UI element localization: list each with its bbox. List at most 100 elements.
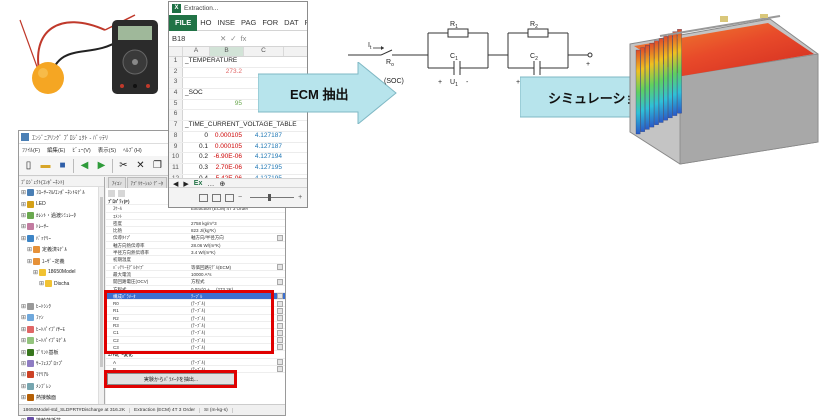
tab-icon[interactable]: ｱｲｺﾝ <box>108 177 126 188</box>
ribbon-insert[interactable]: INSE <box>217 18 236 27</box>
cell-a[interactable]: 0.2 <box>198 153 208 161</box>
cell-a[interactable] <box>183 110 210 120</box>
fx-icon[interactable]: fx <box>240 34 247 43</box>
property-row[interactable]: ｴﾝﾄﾛﾋﾟｰ変化 <box>106 351 285 359</box>
cell-a[interactable]: _TIME_CURRENT_VOLTAGE_TABLE <box>185 121 297 129</box>
tree-item[interactable]: ⊞ﾌﾛｰｻｰﾏﾙ/ｺﾝﾎﾟｰﾈﾝﾄﾓﾃﾞﾙ <box>19 187 104 198</box>
menu-edit[interactable]: 編集(E) <box>47 148 66 154</box>
copy-icon[interactable]: ❐ <box>153 160 162 171</box>
dropdown-arrow-icon[interactable] <box>277 359 283 366</box>
row-number[interactable]: 1 <box>169 57 183 67</box>
cell-a[interactable]: 0 <box>204 131 208 139</box>
property-value[interactable]: 2758 kg/m^3 <box>191 220 217 226</box>
cell-b[interactable]: 95 <box>234 99 242 107</box>
row-number[interactable]: 6 <box>169 110 183 121</box>
cell-a[interactable] <box>183 68 210 78</box>
cell-a[interactable] <box>183 100 210 110</box>
tree-item[interactable]: ⊞熱接触面 <box>19 392 104 403</box>
ribbon-review[interactable]: RE <box>302 18 307 27</box>
expand-icon[interactable]: ⊞ <box>20 361 27 368</box>
row-number[interactable]: 11 <box>169 163 183 174</box>
prev-sheet-icon[interactable]: ◀ <box>173 181 179 188</box>
expand-icon[interactable]: ⊞ <box>20 395 27 402</box>
open-folder-icon[interactable]: ▬ <box>40 160 51 171</box>
dropdown-arrow-icon[interactable] <box>277 322 283 329</box>
save-icon[interactable]: ■ <box>59 160 66 171</box>
dropdown-arrow-icon[interactable] <box>277 307 283 314</box>
delete-icon[interactable]: ✕ <box>136 160 145 171</box>
property-row[interactable]: 開回路電圧(OCV)方程式 <box>106 278 285 286</box>
ribbon-page[interactable]: PAG <box>241 18 257 27</box>
back-arrow-icon[interactable]: ◀ <box>80 160 89 171</box>
zoom-in-icon[interactable]: + <box>298 194 303 201</box>
property-value[interactable]: (ﾃｰﾌﾞﾙ) <box>191 337 206 343</box>
property-value[interactable]: 3.4 W/(m*K) <box>191 250 216 256</box>
select-all-corner[interactable] <box>169 47 183 56</box>
tree-item[interactable]: ⊞18650Model <box>19 267 104 278</box>
normal-view-icon[interactable] <box>199 193 208 202</box>
dropdown-arrow-icon[interactable] <box>277 344 283 351</box>
menu-help[interactable]: ﾍﾙﾌﾟ(H) <box>123 148 142 154</box>
add-sheet-icon[interactable]: ⊕ <box>219 181 226 188</box>
tree-item[interactable]: ⊞ｶﾚﾝﾄ・過渡ｼﾐｭﾚｰﾀ <box>19 210 104 221</box>
page-layout-icon[interactable] <box>212 193 221 202</box>
property-value[interactable]: (ﾃｰﾌﾞﾙ) <box>191 330 206 336</box>
expand-icon[interactable]: ⊞ <box>20 224 27 231</box>
expand-icon[interactable]: ⊞ <box>20 315 27 322</box>
cancel-icon[interactable]: ✕ <box>220 34 227 43</box>
tree-item[interactable]: ⊞ﾕｰｻﾞｰ定義 <box>19 255 104 266</box>
column-header-a[interactable]: A <box>183 47 210 56</box>
property-value[interactable]: (ﾃｰﾌﾞﾙ) <box>191 323 206 329</box>
dropdown-arrow-icon[interactable] <box>277 300 283 307</box>
sort-icon[interactable] <box>108 189 115 197</box>
expand-icon[interactable]: ⊞ <box>20 349 27 356</box>
property-row[interactable]: R2(ﾃｰﾌﾞﾙ) <box>106 315 285 323</box>
property-row[interactable]: ﾊﾞｯﾃﾘｰﾓﾃﾞﾙﾀｲﾌﾟ等価回路ﾓﾃﾞﾙ(ECM) <box>106 264 285 271</box>
cell-b[interactable]: 273.2 <box>225 67 242 75</box>
dropdown-arrow-icon[interactable] <box>277 329 283 336</box>
expand-icon[interactable]: ⊞ <box>20 326 27 333</box>
sheet-more-icon[interactable]: … <box>207 180 215 188</box>
tree-item[interactable]: ⊞ﾌｧﾝ <box>19 312 104 323</box>
cell-a[interactable]: 0.3 <box>198 163 208 171</box>
property-row[interactable]: C1(ﾃｰﾌﾞﾙ) <box>106 329 285 337</box>
property-value[interactable] <box>188 256 285 262</box>
expand-icon[interactable]: ⊞ <box>20 304 27 311</box>
name-box[interactable]: B18 <box>172 34 186 43</box>
tree-item[interactable]: ⊞ﾋｰﾄｼﾝｸ <box>19 301 104 312</box>
dropdown-arrow-icon[interactable] <box>277 278 283 285</box>
expand-icon[interactable]: ⊞ <box>20 417 27 420</box>
property-row[interactable]: ｺﾒﾝﾄ <box>106 213 285 220</box>
cell-c[interactable]: 4.127195 <box>254 163 282 171</box>
property-value[interactable]: 方程式 <box>191 279 205 285</box>
ribbon-data[interactable]: DAT <box>284 18 299 27</box>
property-value[interactable]: 28.06 W/(m*K) <box>191 242 221 248</box>
cell-b[interactable]: 0.000105 <box>214 142 242 150</box>
property-value[interactable]: 823 J/(kg*K) <box>191 228 216 234</box>
dropdown-arrow-icon[interactable] <box>277 264 283 271</box>
tree-item[interactable]: ⊞ﾊﾞｯﾃﾘｰ <box>19 233 104 244</box>
expand-icon[interactable]: ⊞ <box>20 190 27 197</box>
page-break-icon[interactable] <box>225 193 234 202</box>
tree-item[interactable]: ⊞接触熱抵抗 <box>19 415 104 420</box>
dropdown-arrow-icon[interactable] <box>277 293 283 300</box>
column-header-b[interactable]: B <box>210 47 244 56</box>
property-row[interactable]: R3(ﾃｰﾌﾞﾙ) <box>106 322 285 330</box>
property-value[interactable]: 軸方向/半径方向 <box>191 235 224 241</box>
tree-item[interactable]: ⊞ﾋｰﾄﾊﾟｲﾌﾟ/ｻｰﾓ <box>19 324 104 335</box>
cell-c[interactable]: 4.127194 <box>254 153 282 161</box>
forward-arrow-icon[interactable]: ▶ <box>97 160 106 171</box>
expand-icon[interactable]: ⊞ <box>38 281 45 288</box>
cell-a[interactable]: 0.1 <box>198 142 208 150</box>
cell-b[interactable]: 0.000105 <box>214 131 242 139</box>
cell-b[interactable]: -6.90E-06 <box>213 153 242 161</box>
expand-icon[interactable]: ⊞ <box>32 269 39 276</box>
category-icon[interactable] <box>118 189 125 197</box>
confirm-icon[interactable]: ✓ <box>230 34 237 43</box>
expand-icon[interactable]: ⊞ <box>20 201 27 208</box>
